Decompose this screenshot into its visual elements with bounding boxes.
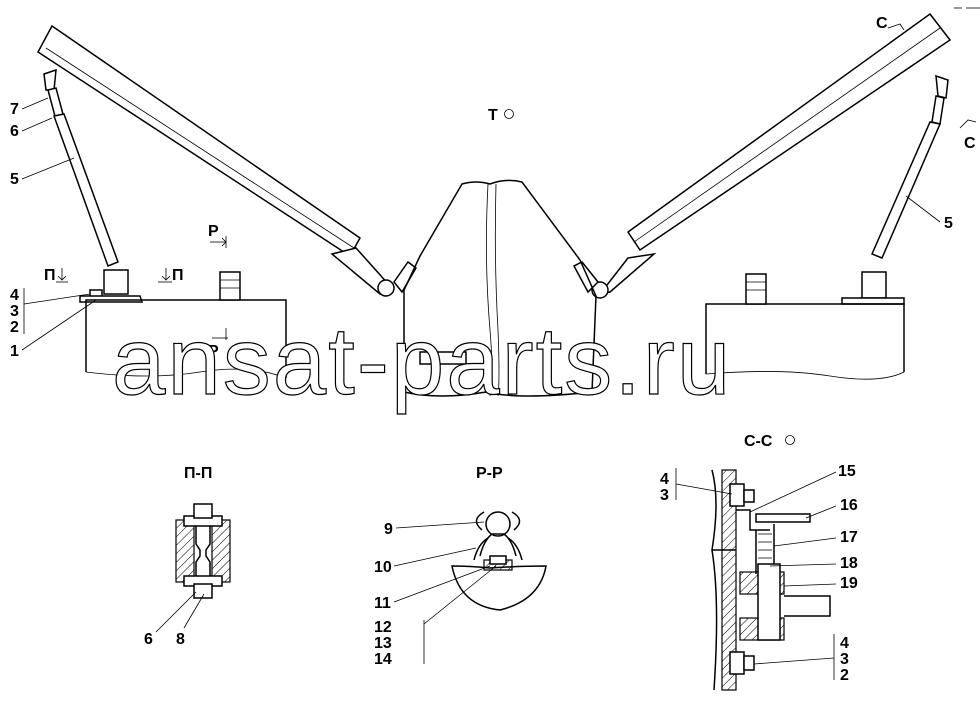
left-frame [37, 24, 417, 297]
section-mark-p-right: П [172, 267, 184, 284]
pp-callout-6: 6 [144, 631, 153, 648]
view-mark-t: Т [488, 107, 514, 124]
callout-6: 6 [10, 123, 19, 140]
cc-callout-19: 19 [840, 575, 858, 592]
section-mark-r-top: Р [208, 223, 219, 240]
section-pp-title: П-П [184, 465, 212, 482]
cc-callout-4-bottom: 4 [840, 635, 849, 652]
center-column [403, 179, 597, 397]
right-housing [705, 273, 905, 380]
left-housing [85, 271, 287, 379]
callout-4: 4 [10, 287, 19, 304]
section-mark-c-top: C [876, 15, 888, 32]
callouts-right: 5 [905, 195, 953, 232]
view-mark-letter: Т [488, 107, 498, 124]
pp-callout-8: 8 [176, 631, 185, 648]
callout-5-right: 5 [944, 215, 953, 232]
right-strut [841, 74, 949, 305]
section-cc: С-С 4 3 15 16 17 18 19 4 [660, 433, 858, 691]
watermark: ansat-parts.ru [112, 308, 732, 415]
cc-callout-16: 16 [840, 497, 858, 514]
rr-callout-11: 11 [374, 595, 391, 612]
section-mark-p-left: П [44, 267, 56, 284]
cc-callout-4-top: 4 [660, 471, 669, 488]
right-frame [572, 12, 952, 299]
section-cc-title: С-С [744, 433, 773, 450]
section-rr-title: Р-Р [476, 465, 503, 482]
callout-5-left: 5 [10, 171, 19, 188]
callout-3: 3 [10, 303, 19, 320]
cc-callout-17: 17 [840, 529, 858, 546]
cc-callout-3-top: 3 [660, 487, 669, 504]
section-rr: Р-Р 9 10 11 12 13 14 [374, 465, 547, 668]
rr-callout-10: 10 [374, 559, 392, 576]
section-mark-c-bottom: C [964, 135, 976, 152]
callouts-left: 7 6 5 4 3 2 1 [10, 97, 97, 360]
section-marker-p: П П [44, 267, 184, 284]
rr-callout-9: 9 [384, 521, 393, 538]
cc-callout-18: 18 [840, 555, 858, 572]
section-marker-c-bottom: C [959, 119, 977, 152]
section-marker-r: Р Р [208, 223, 228, 360]
cc-callout-15: 15 [838, 463, 856, 480]
cc-callout-3-bottom: 3 [840, 651, 849, 668]
rr-callout-13: 13 [374, 635, 392, 652]
main-view: C C П П Р Р Т [10, 7, 980, 416]
callout-7: 7 [10, 101, 19, 118]
cc-callout-2-bottom: 2 [840, 667, 849, 684]
callout-2: 2 [10, 319, 19, 336]
rr-callout-14: 14 [374, 651, 392, 668]
callout-1: 1 [10, 343, 19, 360]
rr-callout-12: 12 [374, 619, 392, 636]
section-pp: П-П 6 8 [144, 465, 231, 648]
section-marker-c-top: C [876, 15, 905, 32]
section-mark-r-bottom: Р [208, 343, 219, 360]
